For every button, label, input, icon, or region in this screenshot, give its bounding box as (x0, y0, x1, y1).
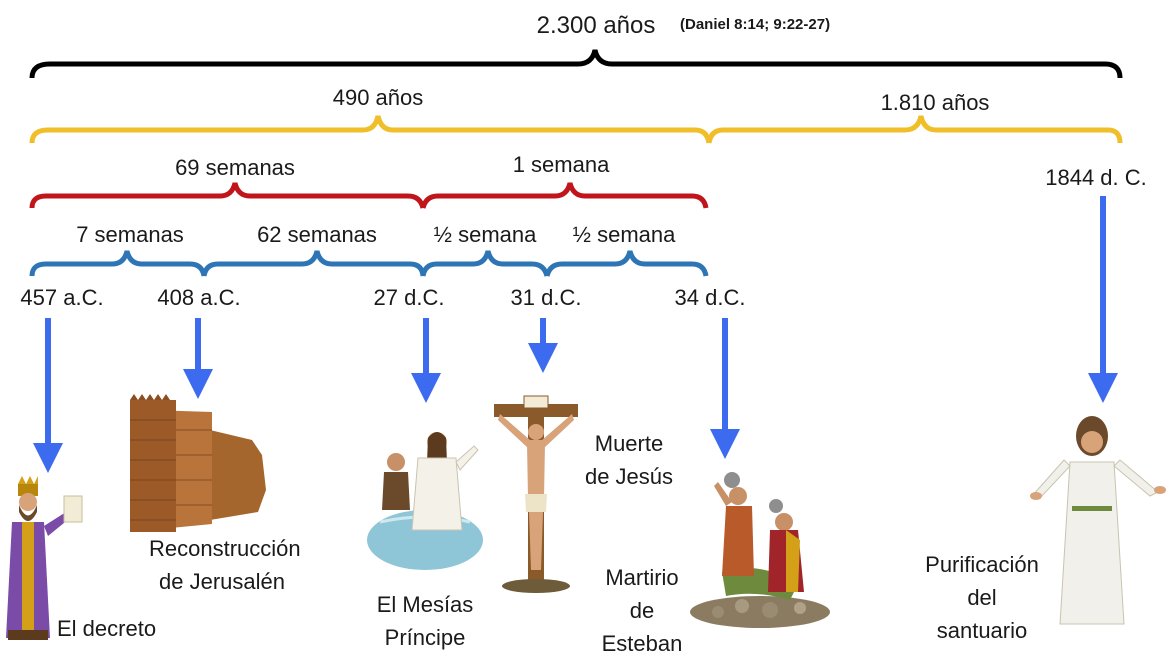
brace-half-week-1 (420, 250, 550, 277)
caption-martyrdom-line3: Esteban (601, 631, 683, 656)
brace-half-week-2 (544, 250, 709, 277)
label-490-years: 490 años (332, 85, 424, 110)
timeline-title: 2.300 años (536, 12, 656, 39)
stoning-icon (690, 472, 830, 628)
brace-1810-years (706, 115, 1123, 144)
brace-490-years (29, 115, 712, 144)
date-457-bc: 457 a.C. (20, 285, 104, 310)
date-1844-ad: 1844 d. C. (1045, 165, 1147, 190)
baptism-icon (367, 432, 483, 570)
caption-death: Muerte de Jesús (585, 427, 673, 493)
caption-rebuilding-line1: Reconstrucción (149, 536, 301, 561)
crucifix-icon (494, 395, 578, 593)
date-31-ad: 31 d.C. (510, 285, 582, 310)
caption-death-line1: Muerte (594, 431, 664, 456)
caption-death-line2: de Jesús (584, 464, 674, 489)
brace-69-weeks (29, 182, 426, 209)
brace-7-weeks (29, 250, 207, 277)
label-1810-years: 1.810 años (880, 90, 990, 115)
brace-62-weeks (201, 250, 426, 277)
date-27-ad: 27 d.C. (373, 285, 445, 310)
caption-purification-line3: santuario (936, 618, 1028, 643)
caption-messiah: El Mesías Príncipe (377, 588, 474, 654)
caption-rebuilding-line2: de Jerusalén (159, 569, 285, 594)
brace-2300-years (29, 49, 1123, 79)
caption-martyrdom: Martirio de Esteban (602, 561, 683, 660)
caption-messiah-line2: Príncipe (384, 625, 466, 650)
caption-rebuilding: Reconstrucción de Jerusalén (149, 532, 301, 598)
caption-messiah-line1: El Mesías (376, 592, 474, 617)
caption-purification-line1: Purificación (925, 552, 1039, 577)
caption-purification-line2: del (967, 585, 997, 610)
scripture-reference: (Daniel 8:14; 9:22-27) (680, 16, 831, 33)
label-1-week: 1 semana (512, 152, 610, 177)
label-69-weeks: 69 semanas (175, 155, 295, 180)
label-62-weeks: 62 semanas (257, 222, 377, 247)
label-half-week-1: ½ semana (433, 222, 537, 247)
label-7-weeks: 7 semanas (76, 222, 184, 247)
caption-purification: Purificación del santuario (925, 548, 1039, 647)
city-wall-icon (130, 394, 266, 532)
caption-martyrdom-line1: Martirio (605, 565, 679, 590)
label-half-week-2: ½ semana (572, 222, 676, 247)
caption-martyrdom-line2: de (629, 598, 655, 623)
risen-christ-icon (1030, 416, 1166, 625)
caption-decree: El decreto (57, 612, 156, 645)
brace-1-week (420, 182, 709, 209)
date-408-bc: 408 a.C. (157, 285, 241, 310)
date-34-ad: 34 d.C. (674, 285, 746, 310)
king-figure-icon (6, 476, 83, 640)
caption-decree-line1: El decreto (57, 616, 157, 641)
